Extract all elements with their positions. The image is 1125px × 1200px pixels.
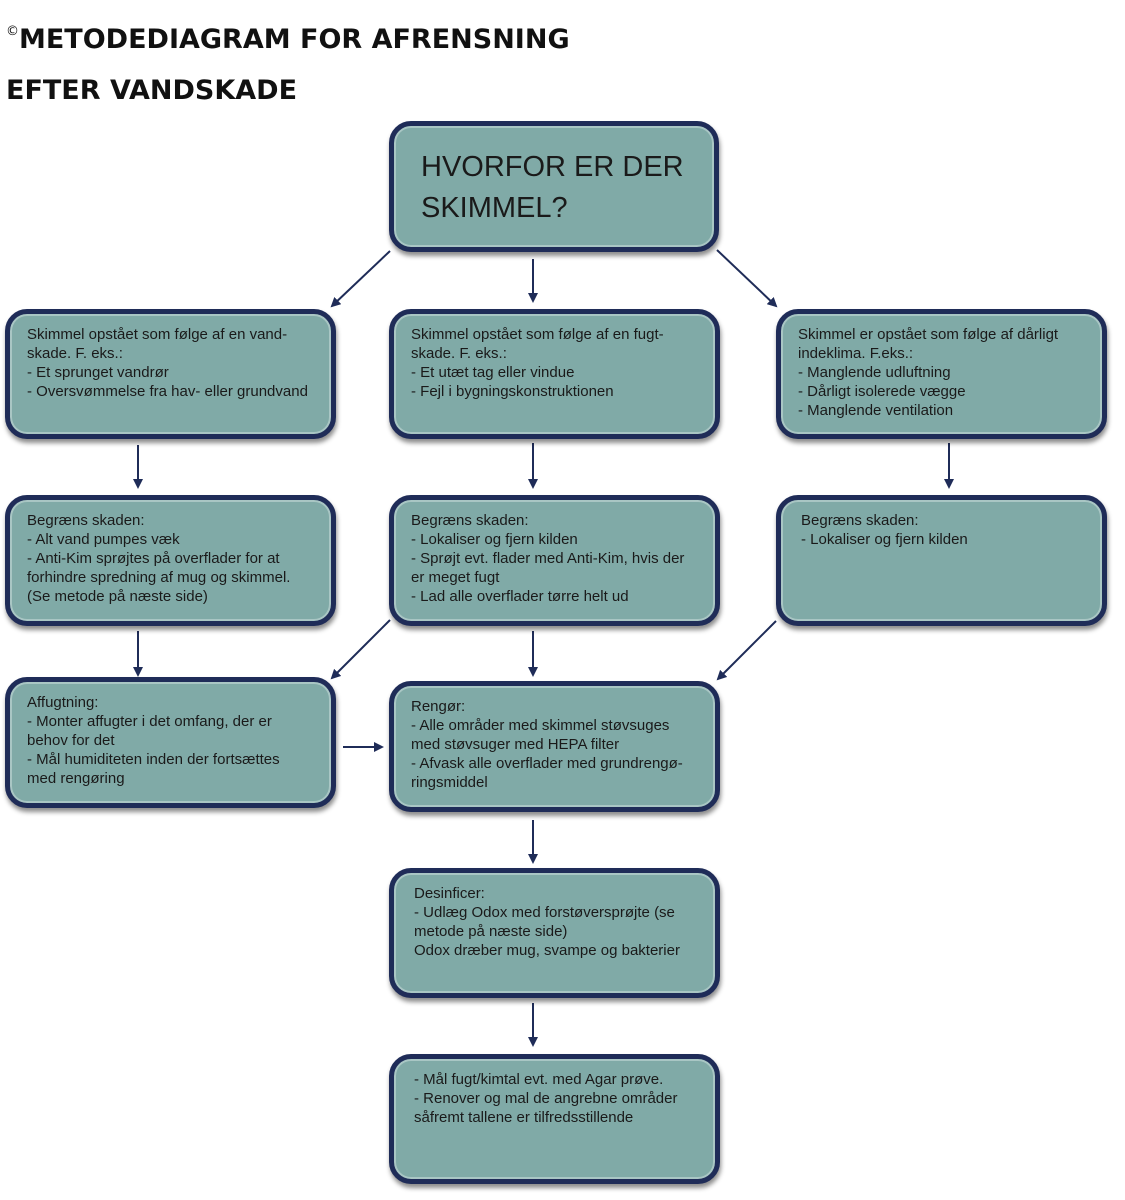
box-line: metode på næste side) [414,923,568,940]
box-line: - Alt vand pumpes væk [27,531,180,548]
box-line: - Manglende ventilation [798,402,954,419]
arrow-question-to-climate [716,249,778,308]
arrow-question-to-water [330,250,391,308]
box-line: Begræns skaden: [411,512,529,529]
box-line: - Mål humiditeten inden der fortsættes [27,751,280,768]
box-line: Skimmel opstået som følge af en vand- [27,326,288,343]
box-line: Rengør: [411,698,466,715]
box-line: Skimmel er opstået som følge af dårligt [798,326,1059,343]
box-line: indeklima. F.eks.: [798,345,914,362]
box-line: - Udlæg Odox med forstøversprøjte (se [414,904,675,921]
box-line: - Lad alle overflader tørre helt ud [411,588,629,605]
box-line: - Lokaliser og fjern kilden [411,531,578,548]
box-line: - Monter affugter i det omfang, der er [27,713,272,730]
box-line: - Manglende udluftning [798,364,951,381]
arrow-limit-damp-to-dehumidify [330,619,391,680]
box-line: Desinficer: [414,885,485,902]
question-box: HVORFOR ER DER SKIMMEL? [389,121,719,252]
arrow-limit-climate-to-clean [716,620,777,681]
disinfect-text: Desinficer: - Udlæg Odox med forstøversp… [414,884,705,960]
cause-damp-text: Skimmel opstået som følge af en fugt- sk… [411,325,705,401]
box-line: - Fejl i bygningskonstruktionen [411,383,614,400]
box-line: behov for det [27,732,115,749]
cause-climate-box: Skimmel er opstået som følge af dårligt … [776,309,1107,439]
box-line: Begræns skaden: [801,512,919,529]
box-line: såfremt tallene er tilfredsstillende [414,1109,634,1126]
question-line: SKIMMEL? [421,192,568,224]
title-line-1: ©METODEDIAGRAM FOR AFRENSNING [6,6,706,65]
box-line: - Alle områder med skimmel støvsuges [411,717,670,734]
box-line: med rengøring [27,770,125,787]
copyright-symbol: © [6,24,19,39]
box-line: forhindre spredning af mug og skimmel. [27,569,291,586]
limit-climate-text: Begræns skaden: - Lokaliser og fjern kil… [801,511,1092,549]
box-line: - Mål fugt/kimtal evt. med Agar prøve. [414,1071,664,1088]
clean-text: Rengør: - Alle områder med skimmel støvs… [411,697,705,792]
question-text: HVORFOR ER DER SKIMMEL? [421,147,704,229]
box-line: - Oversvømmelse fra hav- eller grundvand [27,383,308,400]
limit-water-text: Begræns skaden: - Alt vand pumpes væk - … [27,511,321,606]
dehumidify-box: Affugtning: - Monter affugter i det omfa… [5,677,336,808]
box-line: er meget fugt [411,569,500,586]
title-line-2: EFTER VANDSKADE [6,75,298,106]
title-line-1-text: METODEDIAGRAM FOR AFRENSNING [19,24,570,55]
box-line: - Et utæt tag eller vindue [411,364,575,381]
box-line: - Et sprunget vandrør [27,364,169,381]
cause-water-box: Skimmel opstået som følge af en vand- sk… [5,309,336,439]
page-title: ©METODEDIAGRAM FOR AFRENSNING EFTER VAND… [6,6,706,116]
box-line: skade. F. eks.: [411,345,507,362]
cause-damp-box: Skimmel opstået som følge af en fugt- sk… [389,309,720,439]
box-line: - Afvask alle overflader med grundrengø- [411,755,683,772]
box-line: - Sprøjt evt. flader med Anti-Kim, hvis … [411,550,685,567]
disinfect-box: Desinficer: - Udlæg Odox med forstøversp… [389,868,720,998]
limit-water-box: Begræns skaden: - Alt vand pumpes væk - … [5,495,336,626]
box-line: Affugtning: [27,694,99,711]
box-line: skade. F. eks.: [27,345,123,362]
box-line: - Anti-Kim sprøjtes på overflader for at [27,550,280,567]
cause-water-text: Skimmel opstået som følge af en vand- sk… [27,325,321,401]
box-line: med støvsuger med HEPA filter [411,736,620,753]
limit-damp-box: Begræns skaden: - Lokaliser og fjern kil… [389,495,720,626]
dehumidify-text: Affugtning: - Monter affugter i det omfa… [27,693,321,788]
limit-climate-box: Begræns skaden: - Lokaliser og fjern kil… [776,495,1107,626]
box-line: Begræns skaden: [27,512,145,529]
box-line: - Dårligt isolerede vægge [798,383,966,400]
box-line: (Se metode på næste side) [27,588,208,605]
box-line: Skimmel opstået som følge af en fugt- [411,326,664,343]
box-line: ringsmiddel [411,774,488,791]
measure-box: - Mål fugt/kimtal evt. med Agar prøve. -… [389,1054,720,1184]
question-line: HVORFOR ER DER [421,151,684,183]
box-line: - Lokaliser og fjern kilden [801,531,968,548]
box-line: - Renover og mal de angrebne områder [414,1090,678,1107]
limit-damp-text: Begræns skaden: - Lokaliser og fjern kil… [411,511,705,606]
box-line: Odox dræber mug, svampe og bakterier [414,942,680,959]
clean-box: Rengør: - Alle områder med skimmel støvs… [389,681,720,812]
measure-text: - Mål fugt/kimtal evt. med Agar prøve. -… [414,1070,705,1127]
cause-climate-text: Skimmel er opstået som følge af dårligt … [798,325,1092,420]
